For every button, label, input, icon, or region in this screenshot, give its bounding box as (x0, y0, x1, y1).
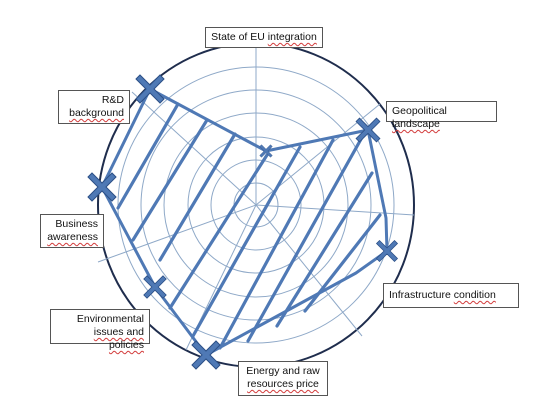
label-energy-raw-resources-price: Energy and raw resources price (238, 361, 328, 396)
marker-business (87, 172, 117, 202)
data-markers (87, 74, 399, 370)
hatch-lines (116, 102, 382, 350)
label-business-awareness: Business awareness (40, 214, 104, 248)
marker-geopolitical (355, 117, 381, 143)
label-environmental-issues-policies: Environmental issues and policies (50, 309, 150, 351)
label-geopolitical-landscape: Geopolitical landscape (386, 101, 497, 130)
label-state-of-eu-integration: State of EU integration (205, 27, 323, 48)
marker-rnd (135, 74, 165, 104)
label-infrastructure-condition: Infrastructure condition (383, 283, 519, 308)
radar-area (100, 87, 389, 357)
marker-environmental (143, 275, 167, 299)
marker-energy (191, 340, 221, 370)
marker-infrastructure (375, 239, 399, 263)
marker-state-eu (259, 144, 273, 158)
label-rnd-background: R&D background (58, 90, 130, 124)
